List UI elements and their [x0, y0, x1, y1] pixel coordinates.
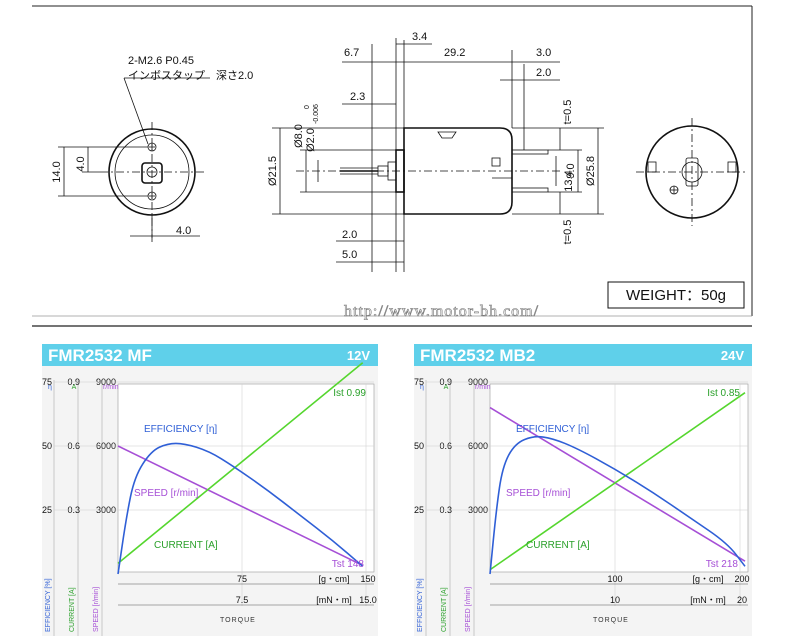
chart1-line-current	[117, 362, 364, 564]
chart2-spd-unit: r/min	[475, 384, 491, 391]
chart2-eff-tick-1: 50	[414, 441, 424, 451]
chart2-axisname-spd: SPEED [r/min]	[465, 587, 472, 632]
chart1-eff-tick-1: 50	[42, 441, 52, 451]
dim-6-7: 6.7	[344, 47, 359, 59]
dim-d25-8: Ø25.8	[585, 156, 597, 186]
dim-2-0-bot: 2.0	[342, 229, 357, 241]
dim-t05-bot: t=0.5	[562, 220, 574, 245]
chart2-line-current	[489, 392, 746, 571]
side-view	[272, 38, 604, 272]
chart1-label-tst: Tst 148	[332, 559, 365, 570]
chart2-title-bar	[414, 344, 752, 366]
chart2-tick-g-mid: 100	[607, 574, 622, 584]
chart2-unit-mn: [mN・m]	[690, 595, 726, 605]
dim-t05-top: t=0.5	[562, 100, 574, 125]
chart1-axisname-eff: EFFICIENCY [%]	[45, 578, 52, 632]
chart1-cur-unit: A	[72, 384, 77, 391]
chart2-label-tst: Tst 218	[706, 559, 739, 570]
dim-d8-0: Ø8.0	[293, 124, 305, 148]
chart1-eff-tick-2: 25	[42, 505, 52, 515]
front-view	[58, 77, 210, 242]
dim-3-4: 3.4	[412, 31, 427, 43]
chart1-label-ist: Ist 0.99	[333, 388, 366, 399]
website-watermark: http://www.motor-bh.com/	[344, 303, 539, 320]
chart2-eff-tick-2: 25	[414, 505, 424, 515]
chart2-tick-mn-mid: 10	[610, 595, 620, 605]
dim-tol-bot: -0.006	[313, 104, 320, 124]
chart2-label-efficiency: EFFICIENCY [η]	[516, 424, 589, 435]
chart1-tick-mn-max: 15.0	[359, 595, 377, 605]
chart1-spd-unit: r/min	[103, 384, 119, 391]
chart1-title-bar	[42, 344, 378, 366]
chart2-torque-label: TORQUE	[593, 617, 629, 624]
chart1-tick-mn-mid: 7.5	[236, 595, 249, 605]
chart2-eff-tick-0: 75	[414, 377, 424, 387]
chart1-label-speed: SPEED [r/min]	[134, 488, 199, 499]
chart1-tick-g-mid: 75	[237, 574, 247, 584]
chart1-axisname-spd: SPEED [r/min]	[93, 587, 100, 632]
chart2-eff-unit: η	[420, 384, 424, 391]
chart1-line-speed	[117, 445, 364, 567]
dim-d2-0-shaft: Ø2.0	[305, 128, 317, 152]
chart2-tick-g-max: 200	[734, 574, 749, 584]
dim-29-2: 29.2	[444, 47, 465, 59]
chart2-unit-g: [g・cm]	[692, 574, 723, 584]
chart1-torque-label: TORQUE	[220, 617, 256, 624]
chart2-label-current: CURRENT [A]	[526, 540, 590, 551]
chart2-voltage: 24V	[721, 348, 744, 363]
chart1-axisname-cur: CURRENT [A]	[69, 587, 76, 632]
chart2-axisname-cur: CURRENT [A]	[441, 587, 448, 632]
dim-5-0: 5.0	[342, 249, 357, 261]
dim-d21-5: Ø21.5	[267, 156, 279, 186]
dim-13-4: 13.4	[563, 170, 575, 191]
chart2-line-speed	[489, 406, 746, 562]
chart2-tick-mn-max: 20	[737, 595, 747, 605]
chart1-label-current: CURRENT [A]	[154, 540, 218, 551]
dim-front-14: 14.0	[51, 161, 63, 182]
chart2-cur-unit: A	[444, 384, 449, 391]
tap-note: インボスタップ 深さ2.0	[128, 69, 253, 82]
weight-box	[607, 281, 745, 309]
chart2-label-ist: Ist 0.85	[707, 388, 740, 399]
dim-3-0: 3.0	[536, 47, 551, 59]
chart1-eff-unit: η	[48, 384, 52, 391]
dim-front-4a: 4.0	[75, 156, 87, 171]
chart1-unit-g: [g・cm]	[318, 574, 349, 584]
chart1-tick-g-max: 150	[360, 574, 375, 584]
dim-tol-top: 0	[304, 105, 311, 109]
chart1-eff-tick-0: 75	[42, 377, 52, 387]
rear-view	[636, 118, 748, 226]
chart2-label-speed: SPEED [r/min]	[506, 488, 571, 499]
thread-note: 2-M2.6 P0.45	[128, 55, 194, 67]
dim-front-4b: 4.0	[176, 225, 191, 237]
dim-2-0-top: 2.0	[536, 67, 551, 79]
chart1-unit-mn: [mN・m]	[316, 595, 352, 605]
weight-label: WEIGHT：50g	[626, 287, 726, 304]
chart1-line-efficiency	[117, 442, 364, 575]
dim-9-0: 9.0	[565, 163, 577, 178]
chart2-axisname-eff: EFFICIENCY [%]	[417, 578, 424, 632]
chart1-label-efficiency: EFFICIENCY [η]	[144, 424, 217, 435]
chart2-line-efficiency	[489, 435, 746, 575]
dim-2-3: 2.3	[350, 91, 365, 103]
chart1-title: FMR2532 MF	[48, 346, 152, 365]
chart2-title: FMR2532 MB2	[420, 346, 535, 365]
chart1-voltage: 12V	[347, 348, 370, 363]
